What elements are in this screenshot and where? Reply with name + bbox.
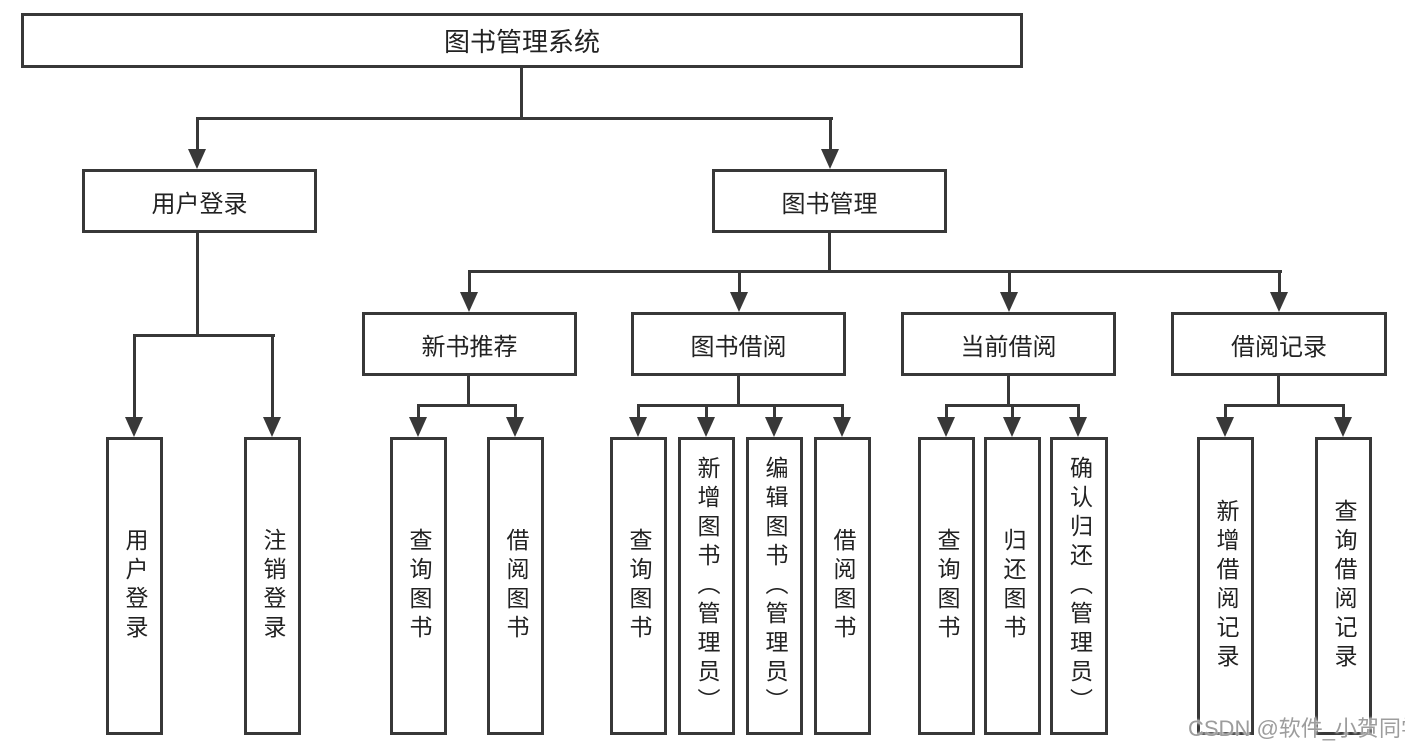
leaf-cb-query-books-label: 查询图书 <box>934 528 960 644</box>
leaf-user-login: 用户登录 <box>106 437 163 735</box>
connector-line <box>468 270 1282 273</box>
arrow-down-icon <box>263 417 281 437</box>
connector-line <box>773 404 776 419</box>
connector-line <box>271 334 274 421</box>
connector-line <box>1008 270 1011 296</box>
connector-line <box>1342 404 1345 419</box>
connector-line <box>1278 270 1281 296</box>
csdn-watermark: CSDN @软件_小贺同学 <box>1188 716 1405 741</box>
connector-line <box>1007 374 1010 406</box>
connector-line <box>467 374 470 406</box>
arrow-down-icon <box>409 417 427 437</box>
arrow-down-icon <box>765 417 783 437</box>
arrow-down-icon <box>833 417 851 437</box>
arrow-down-icon <box>460 292 478 312</box>
leaf-cb-confirm-return-admin: 确认归还（管理员） <box>1050 437 1108 735</box>
arrow-down-icon <box>125 417 143 437</box>
arrow-down-icon <box>1334 417 1352 437</box>
leaf-bb-edit-books-admin: 编辑图书（管理员） <box>746 437 803 735</box>
arrow-down-icon <box>1003 417 1021 437</box>
leaf-br-add-record: 新增借阅记录 <box>1197 437 1254 735</box>
connector-line <box>1277 374 1280 406</box>
leaf-cb-return-books: 归还图书 <box>984 437 1041 735</box>
connector-line <box>520 67 523 119</box>
connector-line <box>829 117 832 153</box>
node-new-book-rec: 新书推荐 <box>362 312 577 376</box>
leaf-user-login-label: 用户登录 <box>122 528 148 644</box>
arrow-down-icon <box>1270 292 1288 312</box>
leaf-bb-query-books: 查询图书 <box>610 437 667 735</box>
connector-line <box>1224 404 1227 419</box>
arrow-down-icon <box>1069 417 1087 437</box>
connector-line <box>637 404 640 419</box>
leaf-bb-edit-books-admin-label: 编辑图书（管理员） <box>762 455 788 717</box>
node-current-borrow-label: 当前借阅 <box>960 333 1057 361</box>
leaf-bb-borrow-books-label: 借阅图书 <box>830 528 856 644</box>
connector-line <box>738 270 741 296</box>
node-login-group: 用户登录 <box>82 169 317 233</box>
leaf-cb-query-books: 查询图书 <box>918 437 975 735</box>
leaf-logout: 注销登录 <box>244 437 301 735</box>
connector-line <box>1077 404 1080 419</box>
arrow-down-icon <box>821 149 839 169</box>
node-root-label: 图书管理系统 <box>443 27 600 57</box>
connector-line <box>737 374 740 406</box>
leaf-rec-query-books-label: 查询图书 <box>406 528 432 644</box>
connector-line <box>705 404 708 419</box>
node-current-borrow: 当前借阅 <box>901 312 1116 376</box>
leaf-br-query-record: 查询借阅记录 <box>1315 437 1372 735</box>
arrow-down-icon <box>697 417 715 437</box>
node-book-borrow: 图书借阅 <box>631 312 846 376</box>
connector-line <box>945 404 948 419</box>
leaf-cb-confirm-return-admin-label: 确认归还（管理员） <box>1066 455 1093 717</box>
arrow-down-icon <box>1000 292 1018 312</box>
arrow-down-icon <box>1216 417 1234 437</box>
arrow-down-icon <box>188 149 206 169</box>
arrow-down-icon <box>937 417 955 437</box>
connector-line <box>841 404 844 419</box>
leaf-rec-borrow-books-label: 借阅图书 <box>503 528 529 644</box>
connector-line <box>514 404 517 419</box>
node-borrow-records: 借阅记录 <box>1171 312 1387 376</box>
leaf-bb-add-books-admin: 新增图书（管理员） <box>678 437 735 735</box>
leaf-rec-borrow-books: 借阅图书 <box>487 437 544 735</box>
connector-line <box>133 334 136 421</box>
leaf-bb-add-books-admin-label: 新增图书（管理员） <box>694 455 720 717</box>
node-book-mgmt-label: 图书管理 <box>781 190 878 218</box>
connector-line <box>637 404 844 407</box>
leaf-br-query-record-label: 查询借阅记录 <box>1331 499 1357 673</box>
leaf-cb-return-books-label: 归还图书 <box>1000 528 1026 644</box>
node-root: 图书管理系统 <box>21 13 1023 68</box>
leaf-br-add-record-label: 新增借阅记录 <box>1213 499 1239 673</box>
node-book-mgmt: 图书管理 <box>712 169 947 233</box>
leaf-bb-query-books-label: 查询图书 <box>626 528 652 644</box>
connector-line <box>1011 404 1014 419</box>
node-book-borrow-label: 图书借阅 <box>690 333 787 361</box>
connector-line <box>1224 404 1344 407</box>
connector-line <box>417 404 517 407</box>
node-new-book-rec-label: 新书推荐 <box>421 333 518 361</box>
node-login-group-label: 用户登录 <box>151 190 248 218</box>
connector-line <box>828 231 831 272</box>
leaf-bb-borrow-books: 借阅图书 <box>814 437 871 735</box>
arrow-down-icon <box>506 417 524 437</box>
connector-line <box>133 334 275 337</box>
leaf-logout-label: 注销登录 <box>260 528 286 644</box>
node-borrow-records-label: 借阅记录 <box>1231 333 1327 361</box>
connector-line <box>196 117 833 120</box>
arrow-down-icon <box>629 417 647 437</box>
leaf-rec-query-books: 查询图书 <box>390 437 447 735</box>
connector-line <box>196 231 199 336</box>
connector-line <box>196 117 199 153</box>
connector-line <box>468 270 471 296</box>
connector-line <box>417 404 420 419</box>
arrow-down-icon <box>730 292 748 312</box>
